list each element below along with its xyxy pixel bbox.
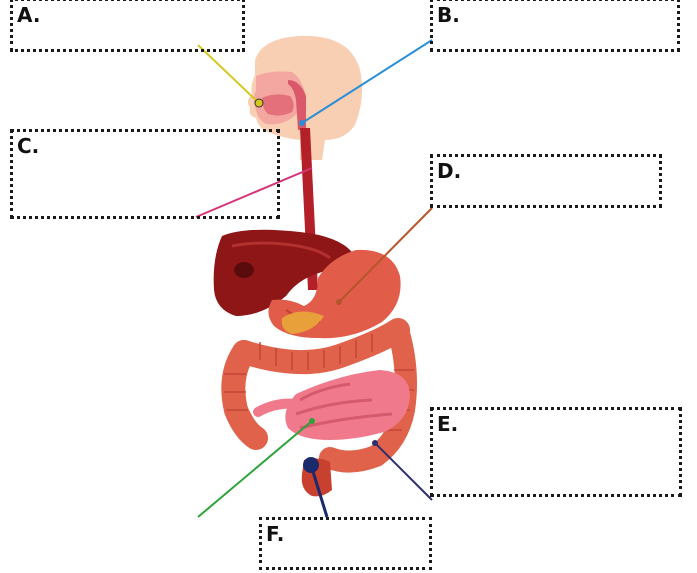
label-letter-b: B. bbox=[437, 3, 460, 27]
label-letter-e: E. bbox=[437, 412, 458, 436]
label-box-a[interactable]: A. bbox=[10, 0, 245, 52]
pointer-dot-d bbox=[336, 299, 342, 305]
label-box-b[interactable]: B. bbox=[430, 0, 680, 52]
small-intestine bbox=[258, 370, 410, 440]
pointer-dot-a bbox=[255, 99, 263, 107]
label-box-c[interactable]: C. bbox=[10, 129, 280, 219]
pointer-dot-e bbox=[372, 440, 378, 446]
leader-line-e bbox=[375, 443, 432, 500]
pointer-dot-f bbox=[303, 457, 319, 473]
label-letter-d: D. bbox=[437, 159, 461, 183]
label-box-f[interactable]: F. bbox=[259, 517, 432, 570]
label-letter-f: F. bbox=[266, 522, 284, 546]
label-box-e[interactable]: E. bbox=[430, 407, 682, 497]
leader-line-a bbox=[198, 45, 259, 103]
label-box-d[interactable]: D. bbox=[430, 154, 662, 208]
label-letter-c: C. bbox=[17, 134, 39, 158]
pointer-dot-b bbox=[299, 120, 305, 126]
pointer-dot-g bbox=[309, 418, 315, 424]
label-letter-a: A. bbox=[17, 3, 40, 27]
